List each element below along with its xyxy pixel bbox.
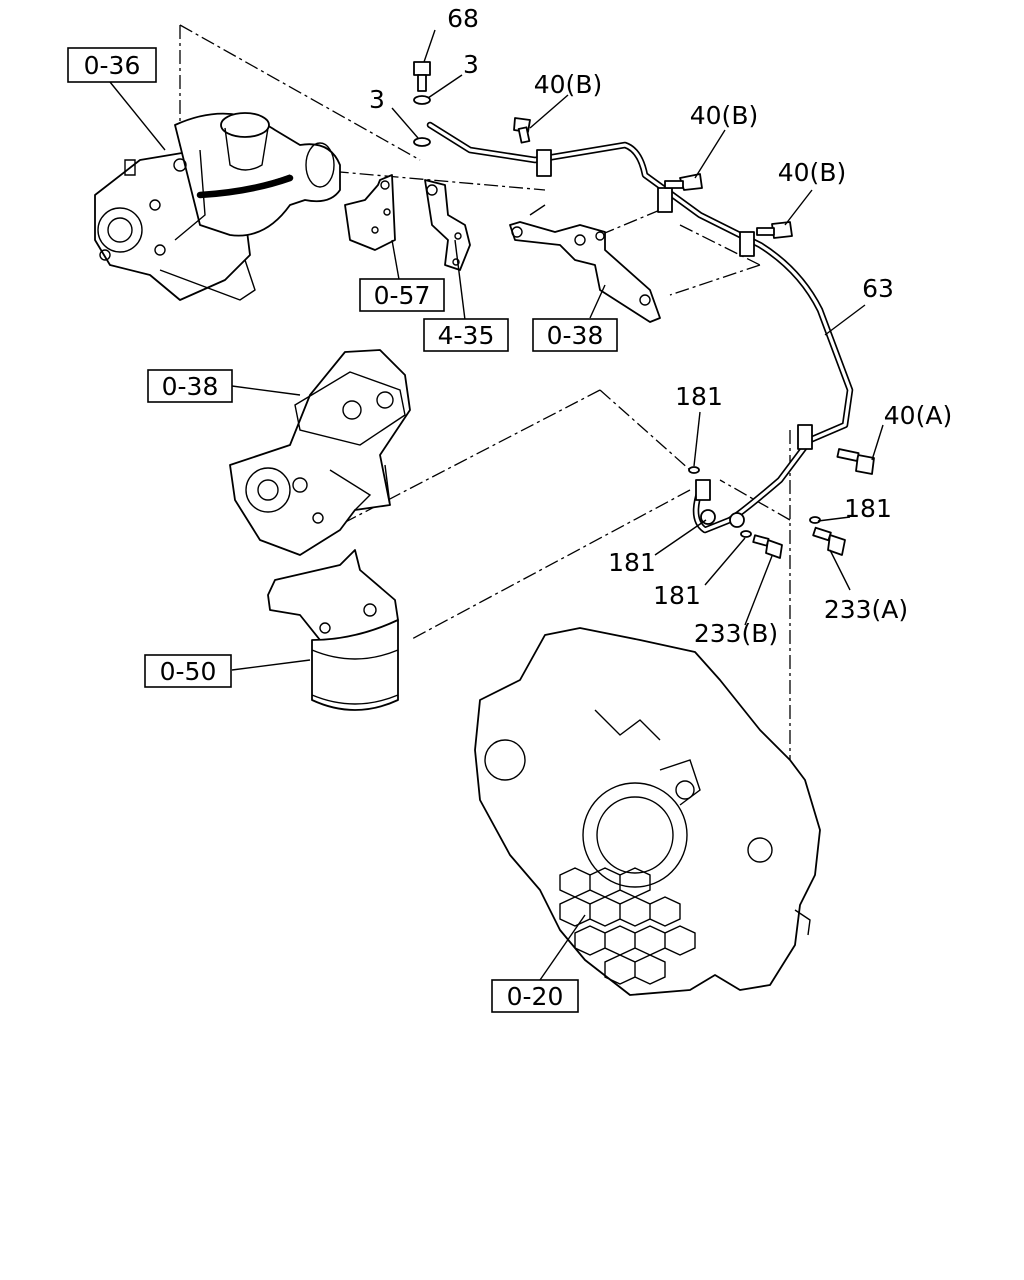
callout-181-top: 181 xyxy=(675,382,723,411)
callout-181-left: 181 xyxy=(608,548,656,577)
callout-40a: 40(A) xyxy=(884,401,952,430)
bracket-0-38-upper xyxy=(509,204,661,323)
callout-181-bottom: 181 xyxy=(653,581,701,610)
callout-box xyxy=(359,278,445,312)
oil-pipe-63 xyxy=(196,121,854,534)
callout-box xyxy=(147,369,233,403)
callout-233b: 233(B) xyxy=(694,619,778,648)
turbocharger xyxy=(94,112,341,301)
callout-box xyxy=(491,979,579,1013)
callout-40b-2: 40(B) xyxy=(690,101,758,130)
air-compressor xyxy=(229,349,411,556)
callout-box xyxy=(144,654,232,688)
callout-63: 63 xyxy=(862,274,894,303)
bracket-4-35 xyxy=(424,179,471,271)
callout-40b-3: 40(B) xyxy=(778,158,846,187)
callout-0-20: 0-20 xyxy=(507,982,564,1011)
callout-3-top: 3 xyxy=(463,50,479,79)
bracket-0-57 xyxy=(344,174,396,251)
flywheel-housing xyxy=(474,627,821,996)
callout-40b-1: 40(B) xyxy=(534,70,602,99)
callout-0-50: 0-50 xyxy=(160,657,217,686)
callout-68: 68 xyxy=(447,4,479,33)
callout-3-left: 3 xyxy=(369,85,385,114)
callout-0-57: 0-57 xyxy=(374,281,431,310)
callout-0-38-upper: 0-38 xyxy=(547,321,604,350)
fasteners xyxy=(413,61,875,559)
callout-0-36: 0-36 xyxy=(84,51,141,80)
callout-181-right: 181 xyxy=(844,494,892,523)
oil-filter xyxy=(267,549,399,711)
callout-0-38-lower: 0-38 xyxy=(162,372,219,401)
callout-box xyxy=(67,47,157,83)
callout-box xyxy=(532,318,618,352)
leader-lines xyxy=(109,29,884,981)
callout-4-35: 4-35 xyxy=(438,321,495,350)
callout-labels: 0-36 0-57 4-35 0-38 0-38 0-50 0-20 68 3 … xyxy=(67,4,952,1013)
callout-box xyxy=(423,318,509,352)
callout-233a: 233(A) xyxy=(824,595,908,624)
